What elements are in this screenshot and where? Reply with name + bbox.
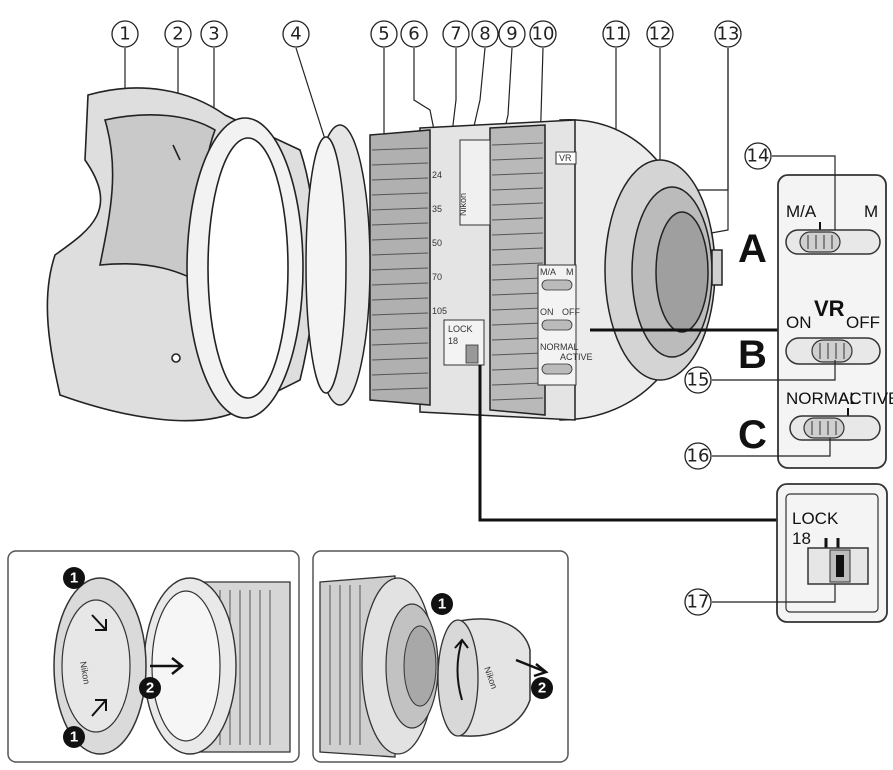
- front-step-1-top: 1: [63, 567, 85, 589]
- callout-13: 13: [714, 20, 742, 48]
- focus-ring-ridges: [491, 142, 544, 401]
- lens-markings: Nikon VR 24 35 50 70 105 M/A M ON OFF NO…: [432, 139, 593, 386]
- switch-panel: M/A M VR ON OFF NORMAL ACTIVE: [777, 174, 893, 469]
- svg-text:12: 12: [649, 24, 672, 45]
- zoom-mark-50: 50: [432, 238, 442, 248]
- attach-arrow-icon: [150, 657, 185, 675]
- callout-7: 7: [442, 20, 470, 48]
- switch-letter-a: A: [738, 227, 767, 271]
- svg-text:14: 14: [747, 146, 770, 167]
- svg-text:13: 13: [717, 24, 740, 45]
- svg-text:2: 2: [538, 680, 546, 697]
- svg-text:2: 2: [146, 680, 154, 697]
- zoom-ring-ridges: [371, 147, 429, 391]
- switch-b-title: VR: [814, 296, 845, 321]
- lens-hood: [46, 87, 316, 422]
- callouts-top: 1 2 3 4 5 6 7 8 9 10 11 12 13: [111, 20, 742, 48]
- front-cap-panel: Nikon 1 2 1: [7, 550, 300, 763]
- lens-brand-mark: Nikon: [458, 193, 468, 216]
- callout-17: 17: [684, 588, 712, 616]
- svg-text:17: 17: [687, 592, 710, 613]
- callout-1: 1: [111, 20, 139, 48]
- svg-text:1: 1: [438, 596, 446, 613]
- svg-text:15: 15: [687, 370, 710, 391]
- front-step-1-bottom: 1: [63, 726, 85, 748]
- callouts-switch: 14 15 16: [684, 142, 836, 470]
- zoom-mark-24: 24: [432, 170, 442, 180]
- svg-text:7: 7: [450, 24, 461, 45]
- squeeze-arrow-bottom-icon: [91, 699, 107, 717]
- lens-sw-ma: M/A: [540, 267, 556, 277]
- lock-switch-panel: LOCK 18 17: [684, 483, 888, 623]
- callout-16: 16: [684, 442, 712, 470]
- callout-6: 6: [400, 20, 428, 48]
- switch-b-left-label: ON: [786, 313, 812, 332]
- callout-8: 8: [471, 20, 499, 48]
- switch-c-left-label: NORMAL: [786, 389, 859, 408]
- switch-letter-b: B: [738, 333, 767, 377]
- svg-text:10: 10: [532, 24, 555, 45]
- front-step-2: 2: [139, 677, 161, 699]
- zoom-mark-70: 70: [432, 272, 442, 282]
- svg-text:4: 4: [290, 24, 301, 45]
- lens-sw-active: ACTIVE: [560, 352, 593, 362]
- svg-text:2: 2: [172, 24, 183, 45]
- svg-text:1: 1: [70, 729, 78, 746]
- callout-5: 5: [370, 20, 398, 48]
- callout-12: 12: [646, 20, 674, 48]
- remove-arrow-icon: [515, 658, 549, 678]
- switch-a-right-label: M: [864, 202, 878, 221]
- lens-lock: LOCK: [448, 324, 473, 334]
- lock-label: LOCK: [792, 509, 839, 528]
- switch-a-left-label: M/A: [786, 202, 817, 221]
- switch-connectors: [478, 328, 790, 522]
- zoom-mark-105: 105: [432, 306, 447, 316]
- svg-text:9: 9: [506, 24, 517, 45]
- front-cap-brand: Nikon: [78, 661, 92, 685]
- vr-badge: VR: [559, 153, 572, 163]
- rear-cap-panel: Nikon 1 2: [312, 550, 569, 763]
- callout-11: 11: [602, 20, 630, 48]
- switch-b-right-label: OFF: [846, 313, 880, 332]
- callout-9: 9: [498, 20, 526, 48]
- lens-sw-on: ON: [540, 307, 554, 317]
- callout-3: 3: [200, 20, 228, 48]
- squeeze-arrow-top-icon: [91, 614, 107, 631]
- svg-text:8: 8: [479, 24, 490, 45]
- svg-text:16: 16: [687, 446, 710, 467]
- callout-15: 15: [684, 366, 712, 394]
- svg-text:11: 11: [605, 24, 628, 45]
- lens-sw-normal: NORMAL: [540, 342, 579, 352]
- rear-step-1: 1: [431, 593, 453, 615]
- callout-2: 2: [164, 20, 192, 48]
- lens-sw-off: OFF: [562, 307, 580, 317]
- lock-18-label: 18: [792, 529, 811, 548]
- svg-text:5: 5: [378, 24, 389, 45]
- rotate-arrow-icon: [454, 638, 469, 701]
- svg-text:3: 3: [208, 24, 219, 45]
- lens-sw-m: M: [566, 267, 574, 277]
- switch-c-right-label: ACTIVE: [838, 389, 893, 408]
- callout-10: 10: [529, 20, 557, 48]
- zoom-mark-35: 35: [432, 204, 442, 214]
- lens-lock-18: 18: [448, 336, 458, 346]
- rear-step-2: 2: [531, 677, 553, 699]
- callout-4: 4: [282, 20, 310, 48]
- svg-text:6: 6: [408, 24, 419, 45]
- svg-text:1: 1: [70, 570, 78, 587]
- lens-body: [305, 119, 723, 421]
- switch-letter-c: C: [738, 413, 767, 457]
- svg-text:1: 1: [119, 24, 130, 45]
- callout-14: 14: [744, 142, 772, 170]
